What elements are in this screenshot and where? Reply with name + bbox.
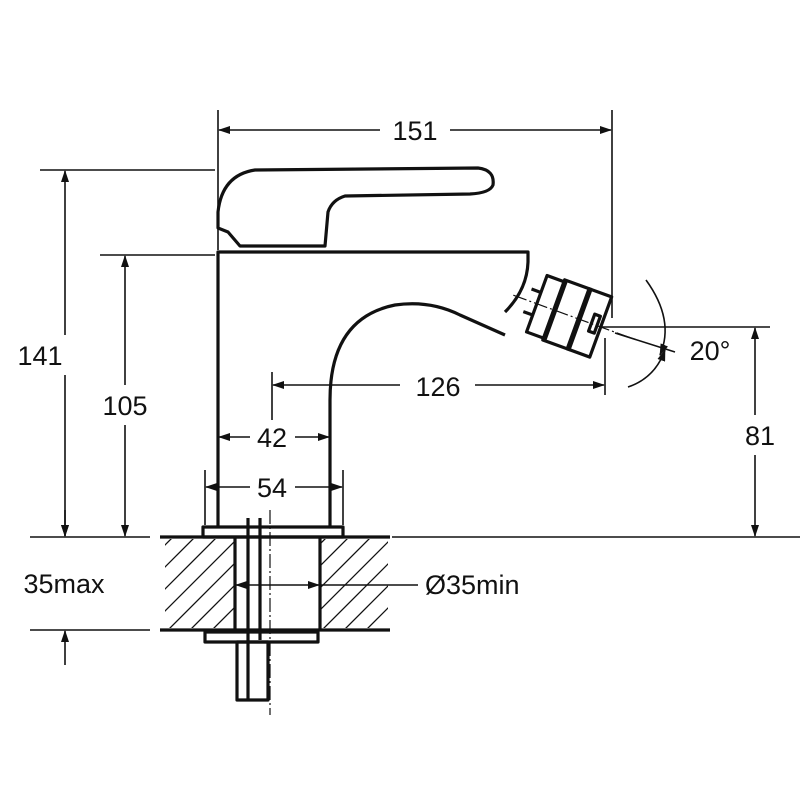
faucet-body: [201, 166, 631, 715]
label-141: 141: [17, 341, 62, 371]
lever-handle: [216, 166, 495, 248]
dimension-counter-thickness: 35max: [23, 510, 105, 665]
dimension-spout-height: 81: [600, 326, 775, 537]
label-54: 54: [257, 473, 287, 503]
dimension-base-width: 54: [204, 470, 344, 525]
hatch-line: [191, 584, 235, 628]
hatch-line: [323, 563, 388, 628]
hatch-line: [345, 585, 388, 628]
label-35min: Ø35min: [425, 570, 520, 600]
hatch-line: [165, 540, 235, 612]
hatch-line: [320, 539, 348, 567]
label-81: 81: [745, 421, 775, 451]
hatch-line: [169, 562, 235, 628]
hatch-line: [165, 539, 216, 590]
dimension-spout-angle: 20°: [614, 279, 731, 388]
countertop-section: [30, 535, 800, 632]
label-35max: 35max: [23, 569, 105, 599]
hatch-line: [320, 539, 370, 589]
hatch-line: [367, 607, 388, 628]
dimension-hole-diameter: Ø35min: [235, 570, 520, 600]
dimension-body-width: 42: [218, 423, 330, 453]
hatch-line: [165, 539, 194, 568]
label-105: 105: [102, 391, 147, 421]
hatch-line: [213, 606, 235, 628]
dimension-body-height: 105: [100, 254, 215, 537]
hatch-line: [320, 541, 388, 611]
label-126: 126: [415, 372, 460, 402]
label-20-degrees: 20°: [690, 336, 731, 366]
label-151: 151: [392, 116, 437, 146]
dimension-overall-length: 151: [217, 110, 613, 318]
label-42: 42: [257, 423, 287, 453]
aerator-nozzle: [513, 273, 631, 359]
dimension-spout-reach: 126: [271, 338, 606, 420]
dimension-overall-height: 141: [17, 169, 215, 537]
